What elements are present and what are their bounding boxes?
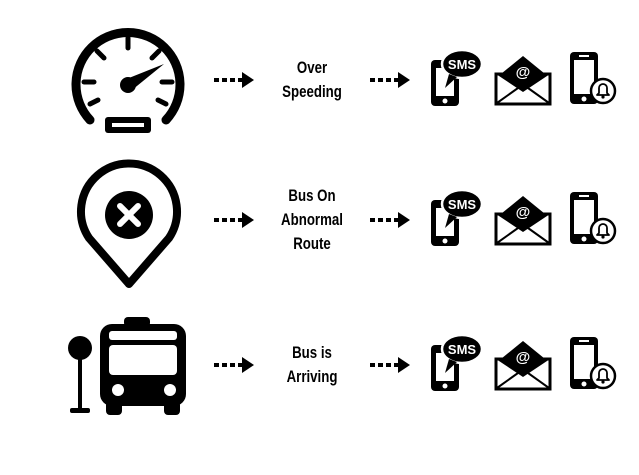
sms-text: SMS xyxy=(448,197,477,212)
dashed-arrow-icon xyxy=(370,355,410,375)
phone-notification-icon xyxy=(570,52,617,105)
dashed-arrow-icon xyxy=(370,210,410,230)
dashed-arrow-icon xyxy=(214,355,254,375)
phone-notification-icon xyxy=(570,192,617,245)
event-label-line: Route xyxy=(293,234,331,253)
email-at-symbol: @ xyxy=(516,204,531,221)
map-pin-error-icon xyxy=(77,159,181,288)
phone-notification-icon xyxy=(570,337,617,390)
event-label-line: Over xyxy=(296,58,328,77)
sms-phone-icon: SMS xyxy=(431,333,484,391)
email-envelope-icon: @ xyxy=(494,56,552,106)
bus-stop-icon xyxy=(68,317,186,415)
event-label-line: Abnormal xyxy=(281,210,343,229)
email-at-symbol: @ xyxy=(516,349,531,366)
sms-text: SMS xyxy=(448,342,477,357)
event-label-line: Speeding xyxy=(282,82,342,101)
email-envelope-icon: @ xyxy=(494,341,552,391)
dashed-arrow-icon xyxy=(370,70,410,90)
event-label-line: Arriving xyxy=(286,367,338,386)
sms-phone-icon: SMS xyxy=(431,188,484,246)
event-label-line: Bus is xyxy=(292,343,332,362)
speedometer-icon xyxy=(71,28,185,133)
email-at-symbol: @ xyxy=(516,64,531,81)
event-label: Bus is Arriving xyxy=(265,341,359,389)
dashed-arrow-icon xyxy=(214,70,254,90)
sms-text: SMS xyxy=(448,57,477,72)
email-envelope-icon: @ xyxy=(494,196,552,246)
event-label-line: Bus On xyxy=(288,186,336,205)
sms-phone-icon: SMS xyxy=(431,48,484,106)
dashed-arrow-icon xyxy=(214,210,254,230)
